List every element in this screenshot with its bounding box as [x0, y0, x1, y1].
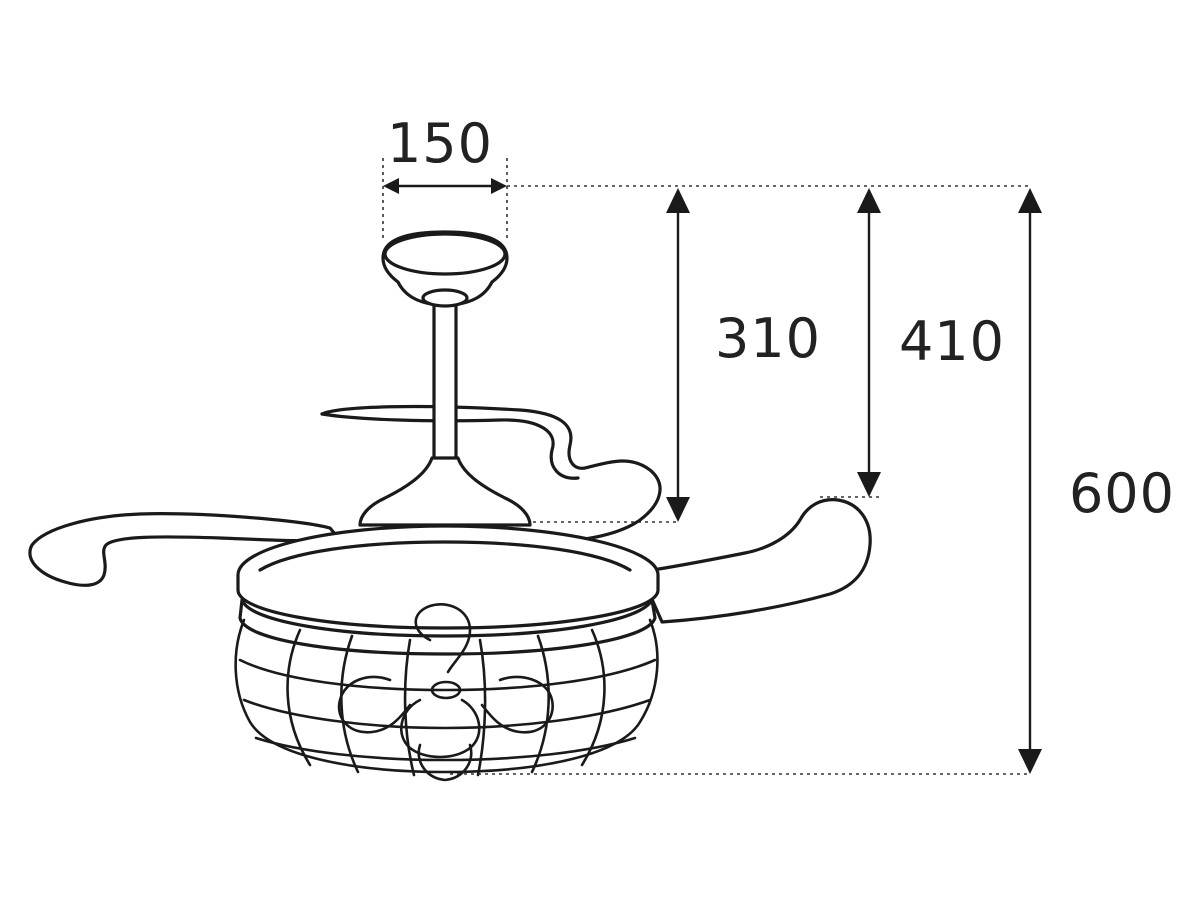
housing-height-label: 410 — [899, 310, 1005, 373]
fan-blade-right — [638, 498, 872, 624]
cage-outer — [234, 618, 659, 774]
cage-rib-6 — [580, 628, 606, 767]
arrowhead-top — [1018, 188, 1042, 213]
cage-band-1 — [238, 658, 657, 692]
motor-cover — [358, 456, 532, 527]
dimension-total-height: 600 — [1018, 188, 1175, 774]
arrowhead-left — [383, 178, 399, 194]
fan-blade-back-edge — [320, 412, 580, 480]
bulb-socket-hub — [430, 680, 462, 700]
canopy — [381, 230, 509, 307]
bulb-front — [400, 698, 481, 759]
cage-rib-1 — [286, 628, 312, 767]
bulb-center — [414, 603, 472, 674]
cage-rib-5 — [530, 634, 550, 774]
downrod — [432, 298, 458, 462]
total-height-label: 600 — [1069, 462, 1175, 525]
arrowhead-bottom — [666, 497, 690, 522]
reference-lines — [382, 158, 1030, 775]
bulb-right — [480, 675, 554, 734]
housing-upper-ring-inner — [258, 540, 632, 572]
housing-lower-ring — [238, 598, 657, 656]
cage-rib-2 — [340, 634, 360, 774]
ceiling-fan-drawing — [28, 230, 872, 782]
fan-blade-left — [28, 512, 342, 587]
arrowhead-bottom — [857, 472, 881, 497]
arrowhead-right — [491, 178, 507, 194]
dimension-blade-height: 310 — [666, 188, 821, 522]
cage-band-2 — [242, 698, 652, 730]
light-bulbs — [337, 603, 554, 782]
bulb-bottom-fitting — [417, 743, 473, 782]
canopy-width-label: 150 — [387, 112, 493, 175]
arrowhead-top — [666, 188, 690, 213]
bulb-left — [337, 675, 412, 734]
dimension-housing-height: 410 — [857, 188, 1005, 497]
arrowhead-bottom — [1018, 749, 1042, 774]
light-cage — [234, 618, 659, 777]
dimension-canopy-width: 150 — [383, 112, 507, 194]
canopy-collar — [421, 288, 469, 308]
blade-height-label: 310 — [715, 307, 821, 370]
canopy-top-rim — [383, 232, 507, 276]
arrowhead-top — [857, 188, 881, 213]
housing-upper-ring — [236, 524, 660, 630]
cage-band-3 — [254, 736, 637, 762]
